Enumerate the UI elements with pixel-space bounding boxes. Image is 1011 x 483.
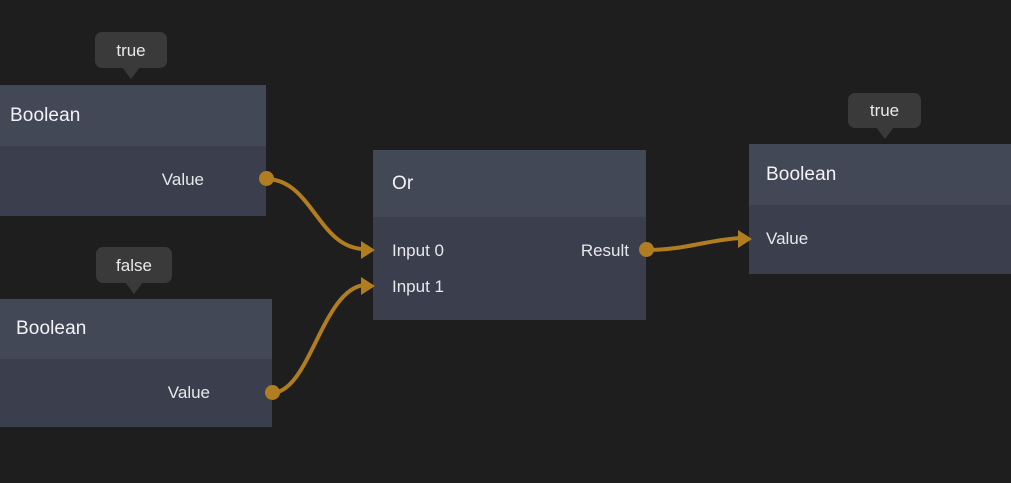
tooltip-boolean-true: true: [95, 32, 167, 79]
port-label: Input 1: [392, 277, 444, 296]
output-port-dot-value[interactable]: [259, 171, 274, 186]
tooltip-text: true: [116, 40, 146, 60]
tooltip-boolean-result: true: [848, 93, 921, 139]
node-body: Input 0 Input 1 Result: [373, 217, 646, 320]
input-port-arrow-input-1[interactable]: [361, 277, 375, 295]
port-label: Value: [766, 229, 809, 248]
tooltip-tail-icon: [875, 127, 894, 139]
port-label: Result: [580, 241, 629, 260]
tooltip-text: false: [116, 255, 152, 275]
tooltip-boolean-false: false: [96, 247, 172, 294]
input-port-row-input-0[interactable]: Input 0: [392, 240, 444, 262]
wire-true-to-input0: [264, 177, 366, 251]
port-label: Input 0: [392, 241, 444, 260]
input-port-row-value[interactable]: Value: [766, 228, 808, 250]
port-label: Value: [161, 170, 204, 189]
tooltip-tail-icon: [122, 67, 140, 79]
node-title: Boolean: [10, 104, 81, 126]
output-port-row-value[interactable]: Value: [168, 382, 210, 404]
output-port-row-value[interactable]: Value: [162, 169, 204, 191]
node-body: Value: [0, 146, 266, 216]
node-header[interactable]: Or: [373, 150, 646, 217]
input-port-arrow-value[interactable]: [738, 230, 752, 248]
tooltip-tail-icon: [125, 282, 143, 294]
input-port-row-input-1[interactable]: Input 1: [392, 276, 444, 298]
port-label: Value: [167, 383, 210, 402]
node-title: Boolean: [16, 318, 87, 339]
node-body: Value: [749, 205, 1011, 274]
node-title: Boolean: [766, 163, 837, 185]
tooltip-text: true: [869, 101, 900, 120]
node-title: Or: [392, 172, 414, 194]
node-header[interactable]: Boolean: [749, 144, 1011, 205]
wire-result-to-value: [644, 236, 743, 252]
node-body: Value: [0, 359, 272, 427]
node-header[interactable]: Boolean: [0, 85, 266, 146]
node-or[interactable]: Or Input 0 Input 1 Result: [373, 150, 646, 320]
input-port-arrow-input-0[interactable]: [361, 241, 375, 259]
node-boolean-true[interactable]: Boolean Value: [0, 85, 266, 216]
node-boolean-false[interactable]: Boolean Value: [0, 299, 272, 427]
output-port-dot-value[interactable]: [265, 385, 280, 400]
node-header[interactable]: Boolean: [0, 299, 272, 359]
node-boolean-result[interactable]: Boolean Value: [749, 144, 1011, 274]
output-port-row-result[interactable]: Result: [581, 240, 629, 262]
output-port-dot-result[interactable]: [639, 242, 654, 257]
wire-false-to-input1: [270, 283, 366, 395]
